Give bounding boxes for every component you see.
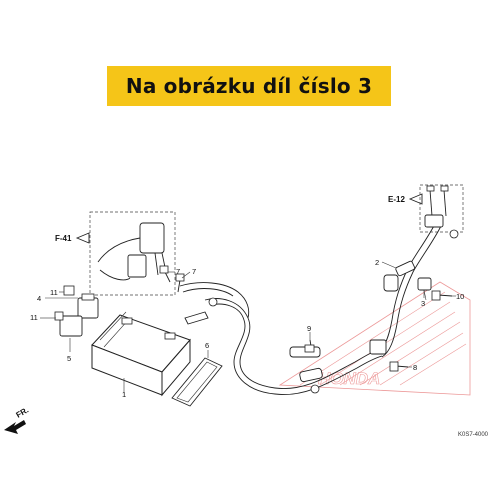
fuse-holder-part-4 [63, 285, 99, 319]
callout-11a: 11 [50, 288, 58, 297]
front-label: FR. [15, 405, 31, 419]
callout-7b: 7 [192, 267, 196, 276]
part-number-banner: Na obrázku díl číslo 3 [107, 66, 391, 106]
front-direction-arrow: FR. [4, 405, 30, 434]
banner-text: Na obrázku díl číslo 3 [125, 74, 373, 98]
callout-7a: 7 [176, 267, 180, 276]
bolt-part-8 [389, 361, 409, 372]
callout-4: 4 [37, 294, 41, 303]
positive-lead [179, 282, 250, 325]
bolt-part-9 [304, 339, 315, 353]
callout-10: 10 [456, 292, 464, 301]
f41-reference: F-41 [55, 232, 90, 244]
starter-relay [97, 222, 167, 281]
callout-9: 9 [307, 324, 311, 333]
callout-5: 5 [67, 354, 71, 363]
battery-part-1 [91, 311, 191, 397]
e12-label: E-12 [388, 195, 405, 204]
battery-pad-part-6 [171, 357, 223, 407]
callout-3: 3 [421, 299, 425, 308]
e12-reference: E-12 [388, 193, 423, 205]
bolt-part-7a [159, 265, 171, 283]
e12-dashed-box [419, 184, 464, 233]
callout-11b: 11 [30, 313, 38, 322]
terminal-bolts [426, 185, 459, 239]
diagram-code: K0S7-4000 [458, 432, 489, 438]
callout-8: 8 [413, 363, 417, 372]
callout-2: 2 [375, 258, 379, 267]
leader-lines [40, 261, 456, 393]
f41-label: F-41 [55, 234, 72, 243]
fuse-holder-part-5 [54, 311, 83, 337]
callout-6: 6 [205, 341, 209, 350]
bolt-part-7b [175, 273, 185, 293]
ground-cable [204, 298, 387, 396]
battery-cable-part-2 [377, 214, 444, 358]
f41-dashed-box [89, 211, 176, 296]
callout-1: 1 [122, 390, 126, 399]
bolt-part-10 [431, 290, 453, 301]
